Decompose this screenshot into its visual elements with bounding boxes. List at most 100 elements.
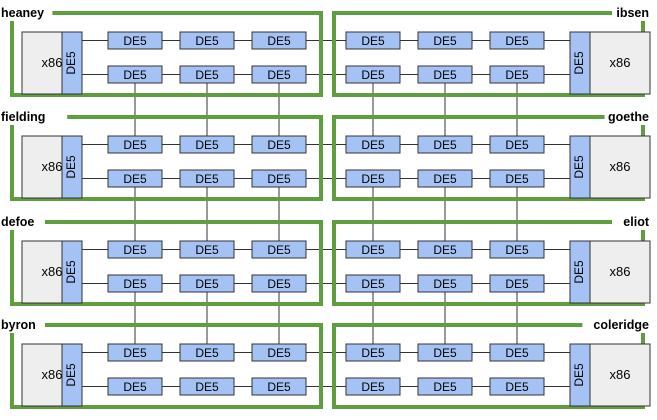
fpga-rect xyxy=(345,135,401,154)
fpga-rect xyxy=(251,377,307,396)
host-label: x86 xyxy=(610,159,631,174)
fpga-rect xyxy=(107,274,163,293)
interconnect-lines xyxy=(82,40,570,387)
node-name-right: goethe xyxy=(608,110,649,124)
fpga-label: DE5 xyxy=(361,380,385,394)
fpga-card-box xyxy=(61,135,83,199)
node-border-defoe xyxy=(10,220,323,306)
fpga-rect xyxy=(345,343,401,362)
fpga-rect xyxy=(489,240,545,259)
fpga-label: DE5 xyxy=(433,277,457,291)
fpga-rect xyxy=(417,169,473,188)
fpga-label: DE5 xyxy=(361,243,385,257)
fpga-box: DE5 xyxy=(489,135,545,154)
fpga-rect xyxy=(179,135,235,154)
fpga-box: DE5 xyxy=(251,274,307,293)
node-name-left: defoe xyxy=(1,215,34,229)
fpga-label: DE5 xyxy=(123,138,147,152)
fpga-label: DE5 xyxy=(195,346,219,360)
fpga-label: DE5 xyxy=(505,138,529,152)
fpga-label: DE5 xyxy=(123,277,147,291)
fpga-box: DE5 xyxy=(345,31,401,50)
fpga-label: DE5 xyxy=(505,346,529,360)
host-fpga-card: DE5 xyxy=(569,343,591,407)
fpga-card-label: DE5 xyxy=(572,51,586,75)
fpga-box: DE5 xyxy=(345,240,401,259)
fpga-rect xyxy=(107,240,163,259)
fpga-label: DE5 xyxy=(195,138,219,152)
fpga-label: DE5 xyxy=(505,277,529,291)
fpga-box: DE5 xyxy=(179,377,235,396)
fpga-rect xyxy=(345,31,401,50)
host-box xyxy=(589,343,651,407)
fpga-label: DE5 xyxy=(433,380,457,394)
fpga-rect xyxy=(107,343,163,362)
fpga-box: DE5 xyxy=(345,377,401,396)
fpga-label: DE5 xyxy=(267,277,291,291)
fpga-box: DE5 xyxy=(179,135,235,154)
label-bg xyxy=(0,213,45,230)
label-bg xyxy=(0,316,45,333)
host-fpga-card: DE5 xyxy=(569,240,591,304)
fpga-label: DE5 xyxy=(123,68,147,82)
fpga-rect xyxy=(107,169,163,188)
fpga-label: DE5 xyxy=(267,138,291,152)
fpga-box: DE5 xyxy=(251,377,307,396)
node-name-right: eliot xyxy=(623,215,650,229)
fpga-label: DE5 xyxy=(505,243,529,257)
label-bg xyxy=(0,4,53,21)
host-right: x86 xyxy=(589,343,651,407)
fpga-label: DE5 xyxy=(361,346,385,360)
fpga-label: DE5 xyxy=(433,172,457,186)
fpga-rect xyxy=(417,31,473,50)
fpga-card-label: DE5 xyxy=(64,51,78,75)
fpga-box: DE5 xyxy=(345,169,401,188)
fpga-rect xyxy=(489,31,545,50)
host-right: x86 xyxy=(589,240,651,304)
fpga-card-label: DE5 xyxy=(572,260,586,284)
fpga-rect xyxy=(179,240,235,259)
host-box xyxy=(589,31,651,95)
fpga-rect xyxy=(417,135,473,154)
fpga-label: DE5 xyxy=(361,277,385,291)
fpga-rect xyxy=(489,65,545,84)
host-label: x86 xyxy=(42,367,63,382)
label-bg xyxy=(604,108,657,125)
fpga-label: DE5 xyxy=(433,243,457,257)
fpga-rect xyxy=(251,343,307,362)
fpga-label: DE5 xyxy=(505,34,529,48)
fpga-box: DE5 xyxy=(251,343,307,362)
fpga-box: DE5 xyxy=(251,31,307,50)
fpga-card-box xyxy=(61,31,83,95)
fpga-rect xyxy=(107,377,163,396)
fpga-box: DE5 xyxy=(107,31,163,50)
fpga-label: DE5 xyxy=(267,346,291,360)
fpga-box: DE5 xyxy=(107,240,163,259)
fpga-box: DE5 xyxy=(179,169,235,188)
fpga-box: DE5 xyxy=(417,377,473,396)
fpga-rect xyxy=(251,240,307,259)
fpga-rect xyxy=(107,31,163,50)
fpga-box: DE5 xyxy=(179,31,235,50)
fpga-box: DE5 xyxy=(179,343,235,362)
fpga-box: DE5 xyxy=(489,169,545,188)
fpga-rect xyxy=(107,135,163,154)
fpga-card-label: DE5 xyxy=(64,260,78,284)
fpga-rect xyxy=(489,274,545,293)
fpga-box: DE5 xyxy=(179,240,235,259)
fpga-rect xyxy=(417,65,473,84)
fpga-rect xyxy=(179,65,235,84)
fpga-label: DE5 xyxy=(361,138,385,152)
fpga-box: DE5 xyxy=(489,65,545,84)
fpga-rect xyxy=(489,135,545,154)
fpga-card-label: DE5 xyxy=(64,363,78,387)
label-bg xyxy=(612,4,657,21)
fpga-box: DE5 xyxy=(489,31,545,50)
label-bg xyxy=(612,213,657,230)
fpga-rect xyxy=(107,65,163,84)
fpga-rect xyxy=(179,169,235,188)
host-fpga-card: DE5 xyxy=(569,135,591,199)
fpga-rect xyxy=(417,343,473,362)
fpga-label: DE5 xyxy=(433,34,457,48)
